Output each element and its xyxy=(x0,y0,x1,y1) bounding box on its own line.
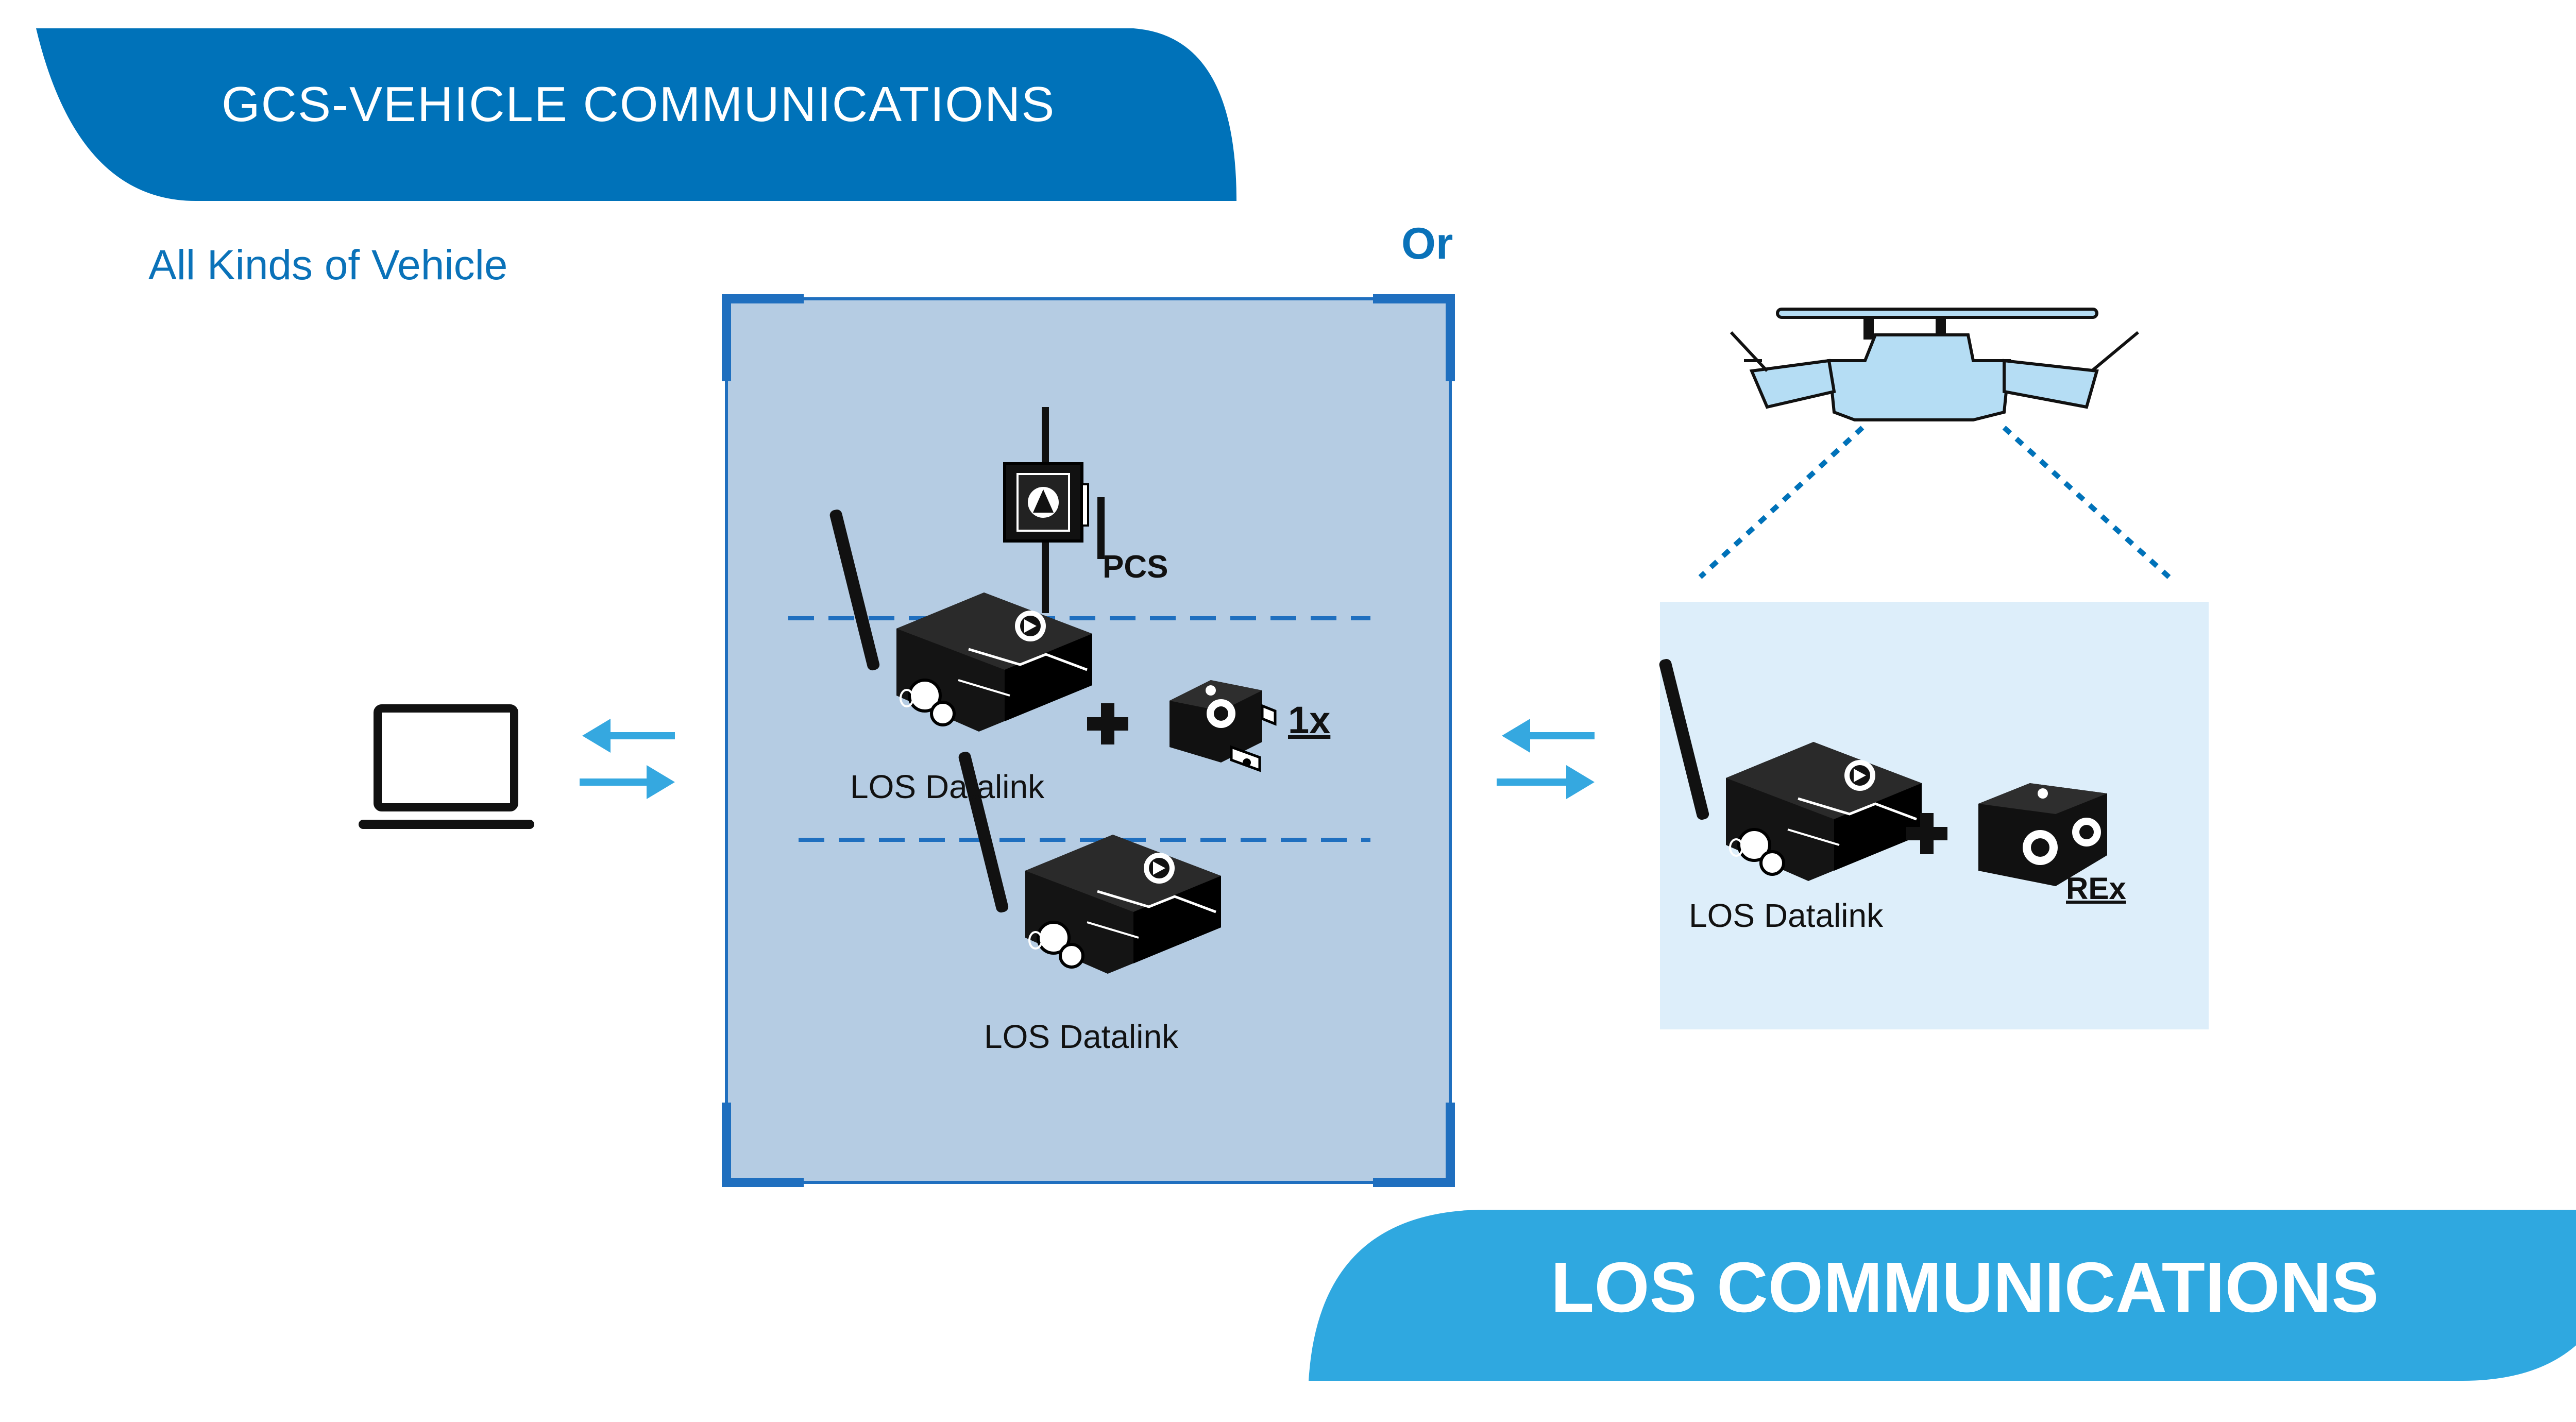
exchange-arrows-icon xyxy=(580,719,675,799)
rex-module-icon xyxy=(1978,783,2107,886)
los-datalink-label-3: LOS Datalink xyxy=(1689,897,1884,934)
header-subtitle: All Kinds of Vehicle xyxy=(148,242,508,289)
header-banner xyxy=(36,28,1236,201)
laptop-icon xyxy=(359,704,534,829)
exchange-arrows-icon-2 xyxy=(1497,719,1595,799)
or-label: Or xyxy=(1401,219,1453,268)
quantity-label: 1x xyxy=(1288,699,1331,741)
rex-label: REx xyxy=(2066,871,2126,906)
plus-icon-2 xyxy=(1906,813,1947,854)
drone-link-left xyxy=(1698,426,1865,579)
footer-title: LOS COMMUNICATIONS xyxy=(1551,1248,2379,1327)
header-title: GCS-VEHICLE COMMUNICATIONS xyxy=(222,77,1056,132)
panel-border xyxy=(725,297,1452,1184)
plus-icon xyxy=(1087,703,1128,744)
los-datalink-label-2: LOS Datalink xyxy=(984,1018,1179,1055)
drone-icon xyxy=(1730,308,2139,421)
ground-options-panel xyxy=(726,299,1450,1182)
footer-banner xyxy=(1309,1210,2576,1381)
pcs-label: PCS xyxy=(1103,549,1168,585)
pcs-box-icon xyxy=(1003,407,1105,613)
los-datalink-label: LOS Datalink xyxy=(850,768,1045,805)
drone-link-right xyxy=(2002,426,2171,579)
